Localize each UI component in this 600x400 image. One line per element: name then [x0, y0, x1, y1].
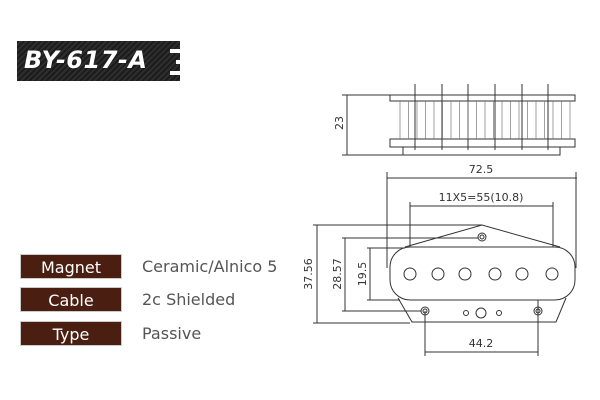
model-title: BY-617-A	[24, 46, 148, 74]
dim-height: 23	[333, 116, 346, 130]
pole-hole	[488, 267, 502, 281]
dim-bobbin-length: 19.5	[356, 262, 369, 287]
pole-hole	[458, 267, 472, 281]
dim-total-length: 37.56	[302, 258, 315, 290]
top-view: 72.5 11X5=55(10.8) 37.56 28.57 19.5 44.2	[302, 163, 577, 356]
pole-hole	[431, 267, 445, 281]
spec-label-type: Type	[20, 321, 122, 346]
banner-notch	[170, 71, 182, 75]
dim-screw-spacing: 44.2	[469, 337, 494, 350]
dim-pole-spacing: 11X5=55(10.8)	[439, 191, 524, 204]
pole-hole	[403, 267, 417, 281]
spec-value-magnet: Ceramic/Alnico 5	[142, 257, 278, 276]
pole-hole	[515, 267, 529, 281]
dim-width: 72.5	[469, 163, 494, 176]
pole-hole	[545, 267, 559, 281]
banner-notch	[176, 60, 184, 64]
spec-label-magnet: Magnet	[20, 254, 122, 279]
banner-notch	[170, 49, 182, 53]
title-banner	[17, 41, 180, 81]
spec-value-type: Passive	[142, 324, 202, 343]
dim-mount-length: 28.57	[331, 258, 344, 290]
spec-label-cable: Cable	[20, 287, 122, 312]
side-view: 23	[333, 84, 576, 156]
spec-value-cable: 2c Shielded	[142, 290, 236, 309]
